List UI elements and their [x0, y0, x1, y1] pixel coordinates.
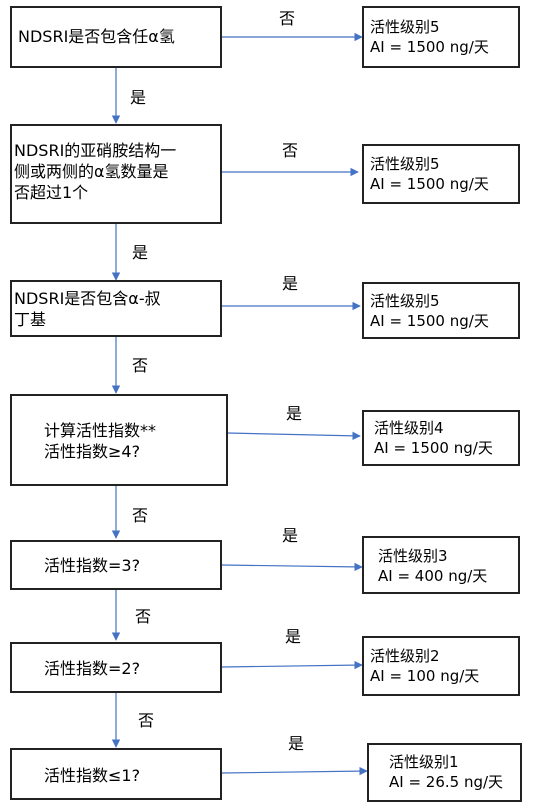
- horizontal-label-2: 否: [282, 141, 299, 160]
- horizontal-label-5: 是: [282, 526, 299, 545]
- question-text-4: 计算活性指数** 活性指数≥4?: [44, 421, 157, 461]
- question-text-2: NDSRI的亚硝胺结构一 侧或两侧的α氢数量是 否超过1个: [14, 141, 177, 202]
- result-text-5: 活性级别3 AI = 400 ng/天: [378, 547, 488, 585]
- result-box-4: [362, 410, 520, 466]
- question-text-7: 活性指数≤1?: [44, 766, 141, 785]
- arrow-q4-to-r4: [227, 431, 361, 441]
- question-text-3: NDSRI是否包含α-叔 丁基: [14, 289, 161, 329]
- result-box-1: [362, 6, 520, 68]
- horizontal-label-4: 是: [286, 404, 303, 423]
- vertical-label-5: 否: [135, 607, 152, 626]
- result-box-6: [362, 636, 520, 696]
- arrow-q5-to-r5: [221, 562, 363, 572]
- question-box-6: [10, 642, 222, 693]
- question-box-4: [10, 394, 228, 486]
- horizontal-label-7: 是: [288, 734, 305, 753]
- result-text-6: 活性级别2 AI = 100 ng/天: [370, 647, 480, 685]
- horizontal-label-1: 否: [279, 9, 296, 28]
- result-box-5: [362, 536, 520, 594]
- result-text-2: 活性级别5 AI = 1500 ng/天: [370, 155, 489, 193]
- question-text-5: 活性指数=3?: [44, 556, 141, 575]
- vertical-label-4: 否: [132, 506, 149, 525]
- result-box-7: [367, 743, 522, 802]
- question-box-5: [10, 540, 222, 590]
- horizontal-label-6: 是: [285, 627, 302, 646]
- result-text-4: 活性级别4 AI = 1500 ng/天: [374, 419, 493, 457]
- horizontal-label-3: 是: [282, 274, 299, 293]
- result-text-1: 活性级别5 AI = 1500 ng/天: [370, 18, 489, 56]
- question-text-6: 活性指数=2?: [44, 659, 141, 678]
- arrow-q6-to-r6: [221, 660, 363, 670]
- vertical-label-3: 否: [132, 356, 149, 375]
- result-text-7: 活性级别1 AI = 26.5 ng/天: [389, 753, 504, 791]
- vertical-label-1: 是: [130, 88, 147, 107]
- arrow-q7-to-r7: [221, 766, 368, 776]
- result-box-3: [362, 282, 520, 339]
- question-box-1: [10, 6, 222, 68]
- question-box-2: [10, 124, 222, 224]
- question-box-7: [10, 748, 222, 800]
- result-text-3: 活性级别5 AI = 1500 ng/天: [370, 292, 489, 330]
- question-text-1: NDSRI是否包含任α氢: [18, 27, 175, 46]
- vertical-label-2: 是: [132, 243, 149, 262]
- result-box-2: [362, 144, 520, 204]
- vertical-label-6: 否: [138, 711, 155, 730]
- question-box-3: [10, 280, 222, 337]
